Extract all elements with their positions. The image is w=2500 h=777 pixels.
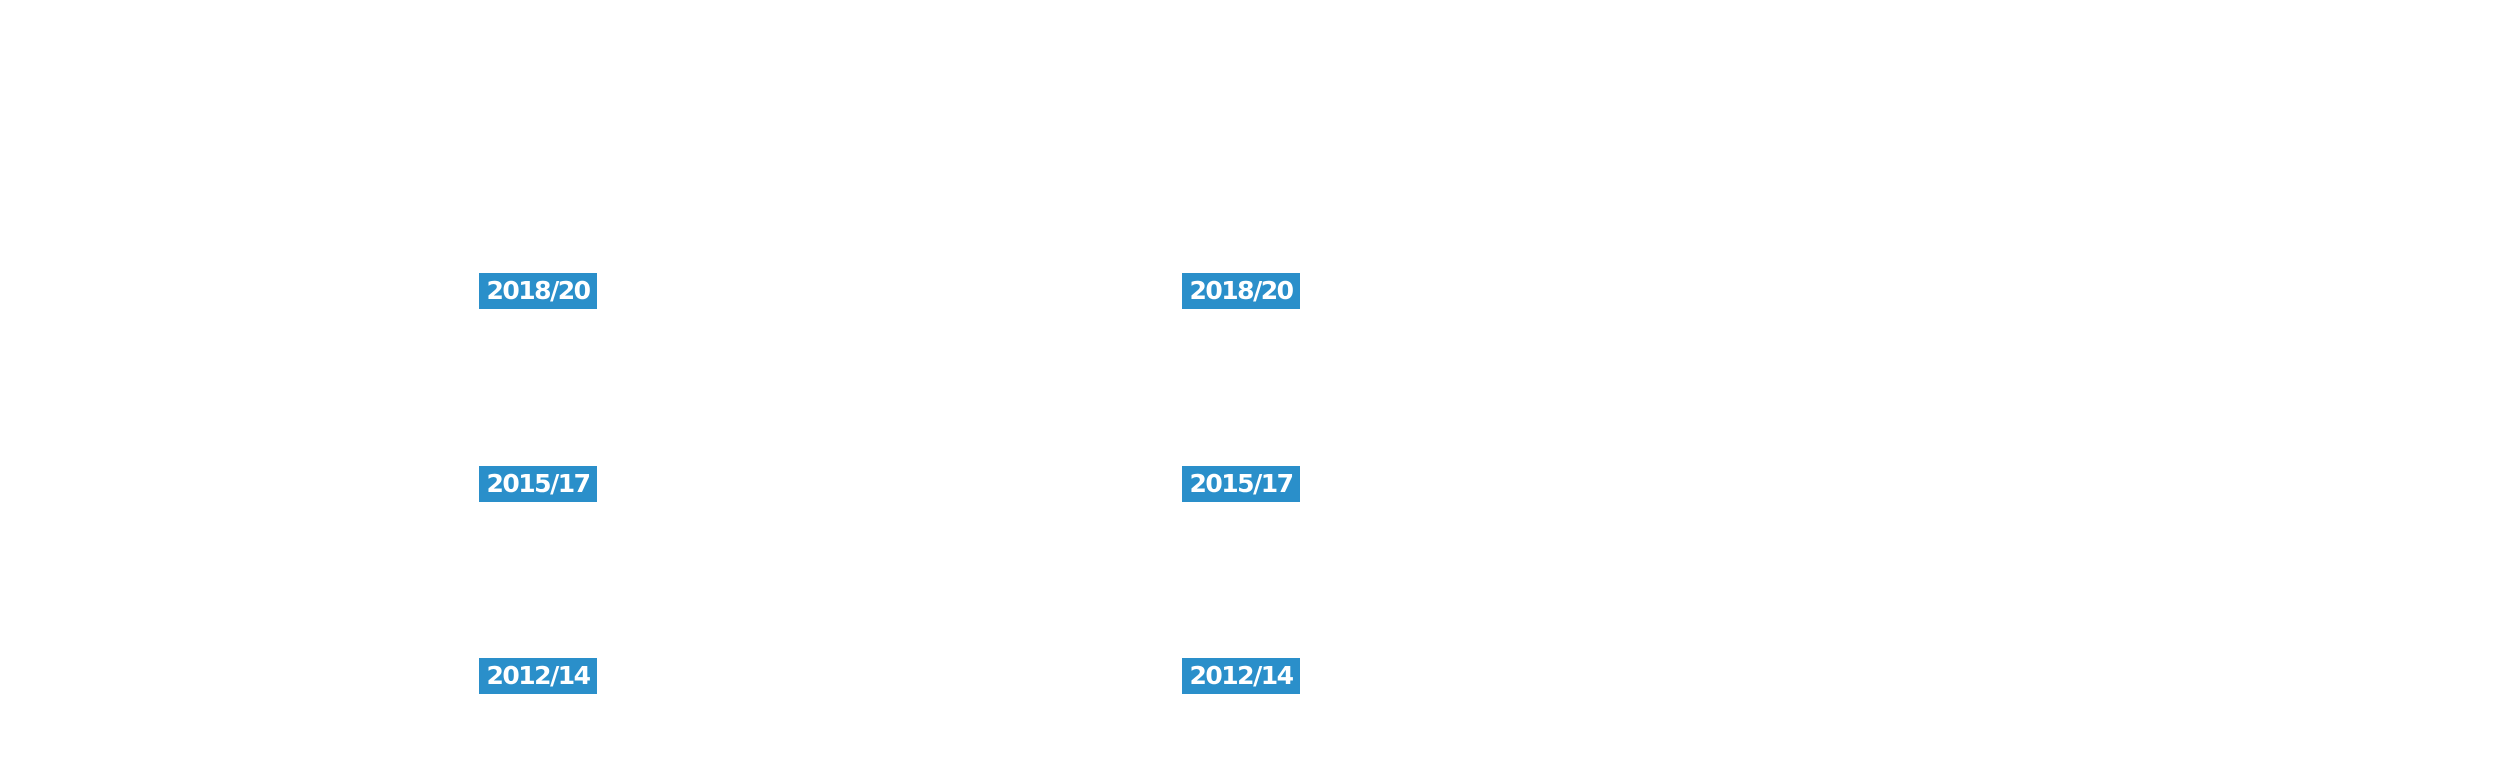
period-badge: 2018/20	[1182, 273, 1300, 309]
period-badge: 2015/17	[1182, 466, 1300, 502]
period-badge: 2015/17	[479, 466, 597, 502]
period-badge: 2012/14	[479, 658, 597, 694]
period-badge: 2012/14	[1182, 658, 1300, 694]
period-badge: 2018/20	[479, 273, 597, 309]
